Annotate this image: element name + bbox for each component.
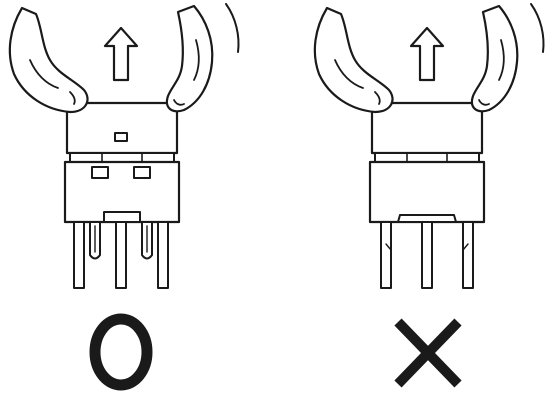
switch-cap — [370, 101, 484, 155]
left-finger — [313, 6, 394, 114]
switch-collar — [374, 152, 480, 163]
left-finger — [8, 6, 89, 114]
up-arrow-icon — [103, 26, 139, 82]
housing-base-tab — [397, 214, 457, 223]
right-finger — [165, 3, 240, 113]
switch-cap — [65, 101, 179, 155]
circle-icon — [89, 313, 153, 391]
cap-indicator-slot — [114, 132, 128, 142]
switch-housing — [368, 160, 486, 224]
switch-collar — [69, 152, 175, 163]
right-finger — [470, 3, 545, 113]
switch-pins — [380, 221, 474, 289]
panel-incorrect — [313, 3, 545, 388]
panel-correct — [8, 3, 240, 391]
cross-icon — [394, 318, 462, 388]
up-arrow-icon — [409, 26, 445, 82]
housing-base-tab — [103, 211, 141, 223]
housing-window — [133, 166, 151, 179]
switch-pins — [73, 221, 169, 289]
housing-window — [91, 166, 109, 179]
switch-housing — [63, 160, 181, 224]
